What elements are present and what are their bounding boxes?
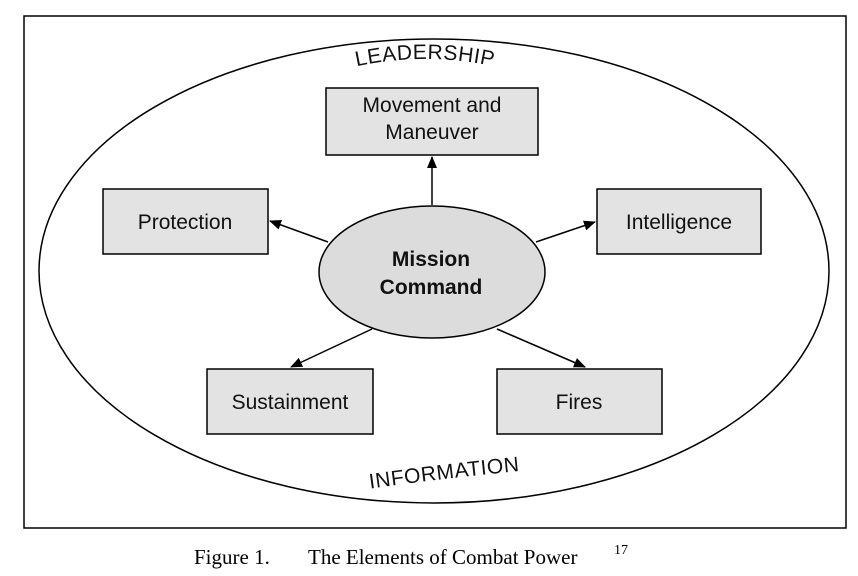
- movement-maneuver-line2: Maneuver: [385, 121, 478, 144]
- protection-box: [102, 188, 269, 255]
- sustainment-label: Sustainment: [232, 391, 349, 414]
- protection-node: Protection: [102, 188, 269, 255]
- mission-command-ellipse: [318, 205, 546, 339]
- fires-node: Fires: [496, 368, 663, 435]
- intelligence-node: Intelligence: [596, 188, 762, 255]
- arrow-to-sustainment: [290, 328, 373, 368]
- sustainment-node: Sustainment: [206, 368, 374, 435]
- intelligence-label: Intelligence: [626, 211, 732, 234]
- intelligence-box: [596, 188, 762, 255]
- mission-command-line2: Command: [380, 276, 483, 299]
- arrow-to-intelligence: [535, 220, 596, 243]
- movement-maneuver-node: Movement and Maneuver: [325, 87, 539, 156]
- movement-maneuver-line1: Movement and: [363, 94, 502, 117]
- figure-caption-footnote: 17: [614, 543, 628, 558]
- arrow-to-protection: [269, 220, 329, 243]
- arrow-to-fires: [496, 328, 586, 368]
- fires-label: Fires: [556, 391, 603, 414]
- sustainment-box: [206, 368, 374, 435]
- movement-maneuver-box: [325, 87, 539, 156]
- figure-caption-title: The Elements of Combat Power: [308, 545, 577, 569]
- fires-box: [496, 368, 663, 435]
- figure-caption-label: Figure 1.: [194, 545, 270, 569]
- mission-command-line1: Mission: [392, 248, 470, 271]
- protection-label: Protection: [138, 211, 233, 234]
